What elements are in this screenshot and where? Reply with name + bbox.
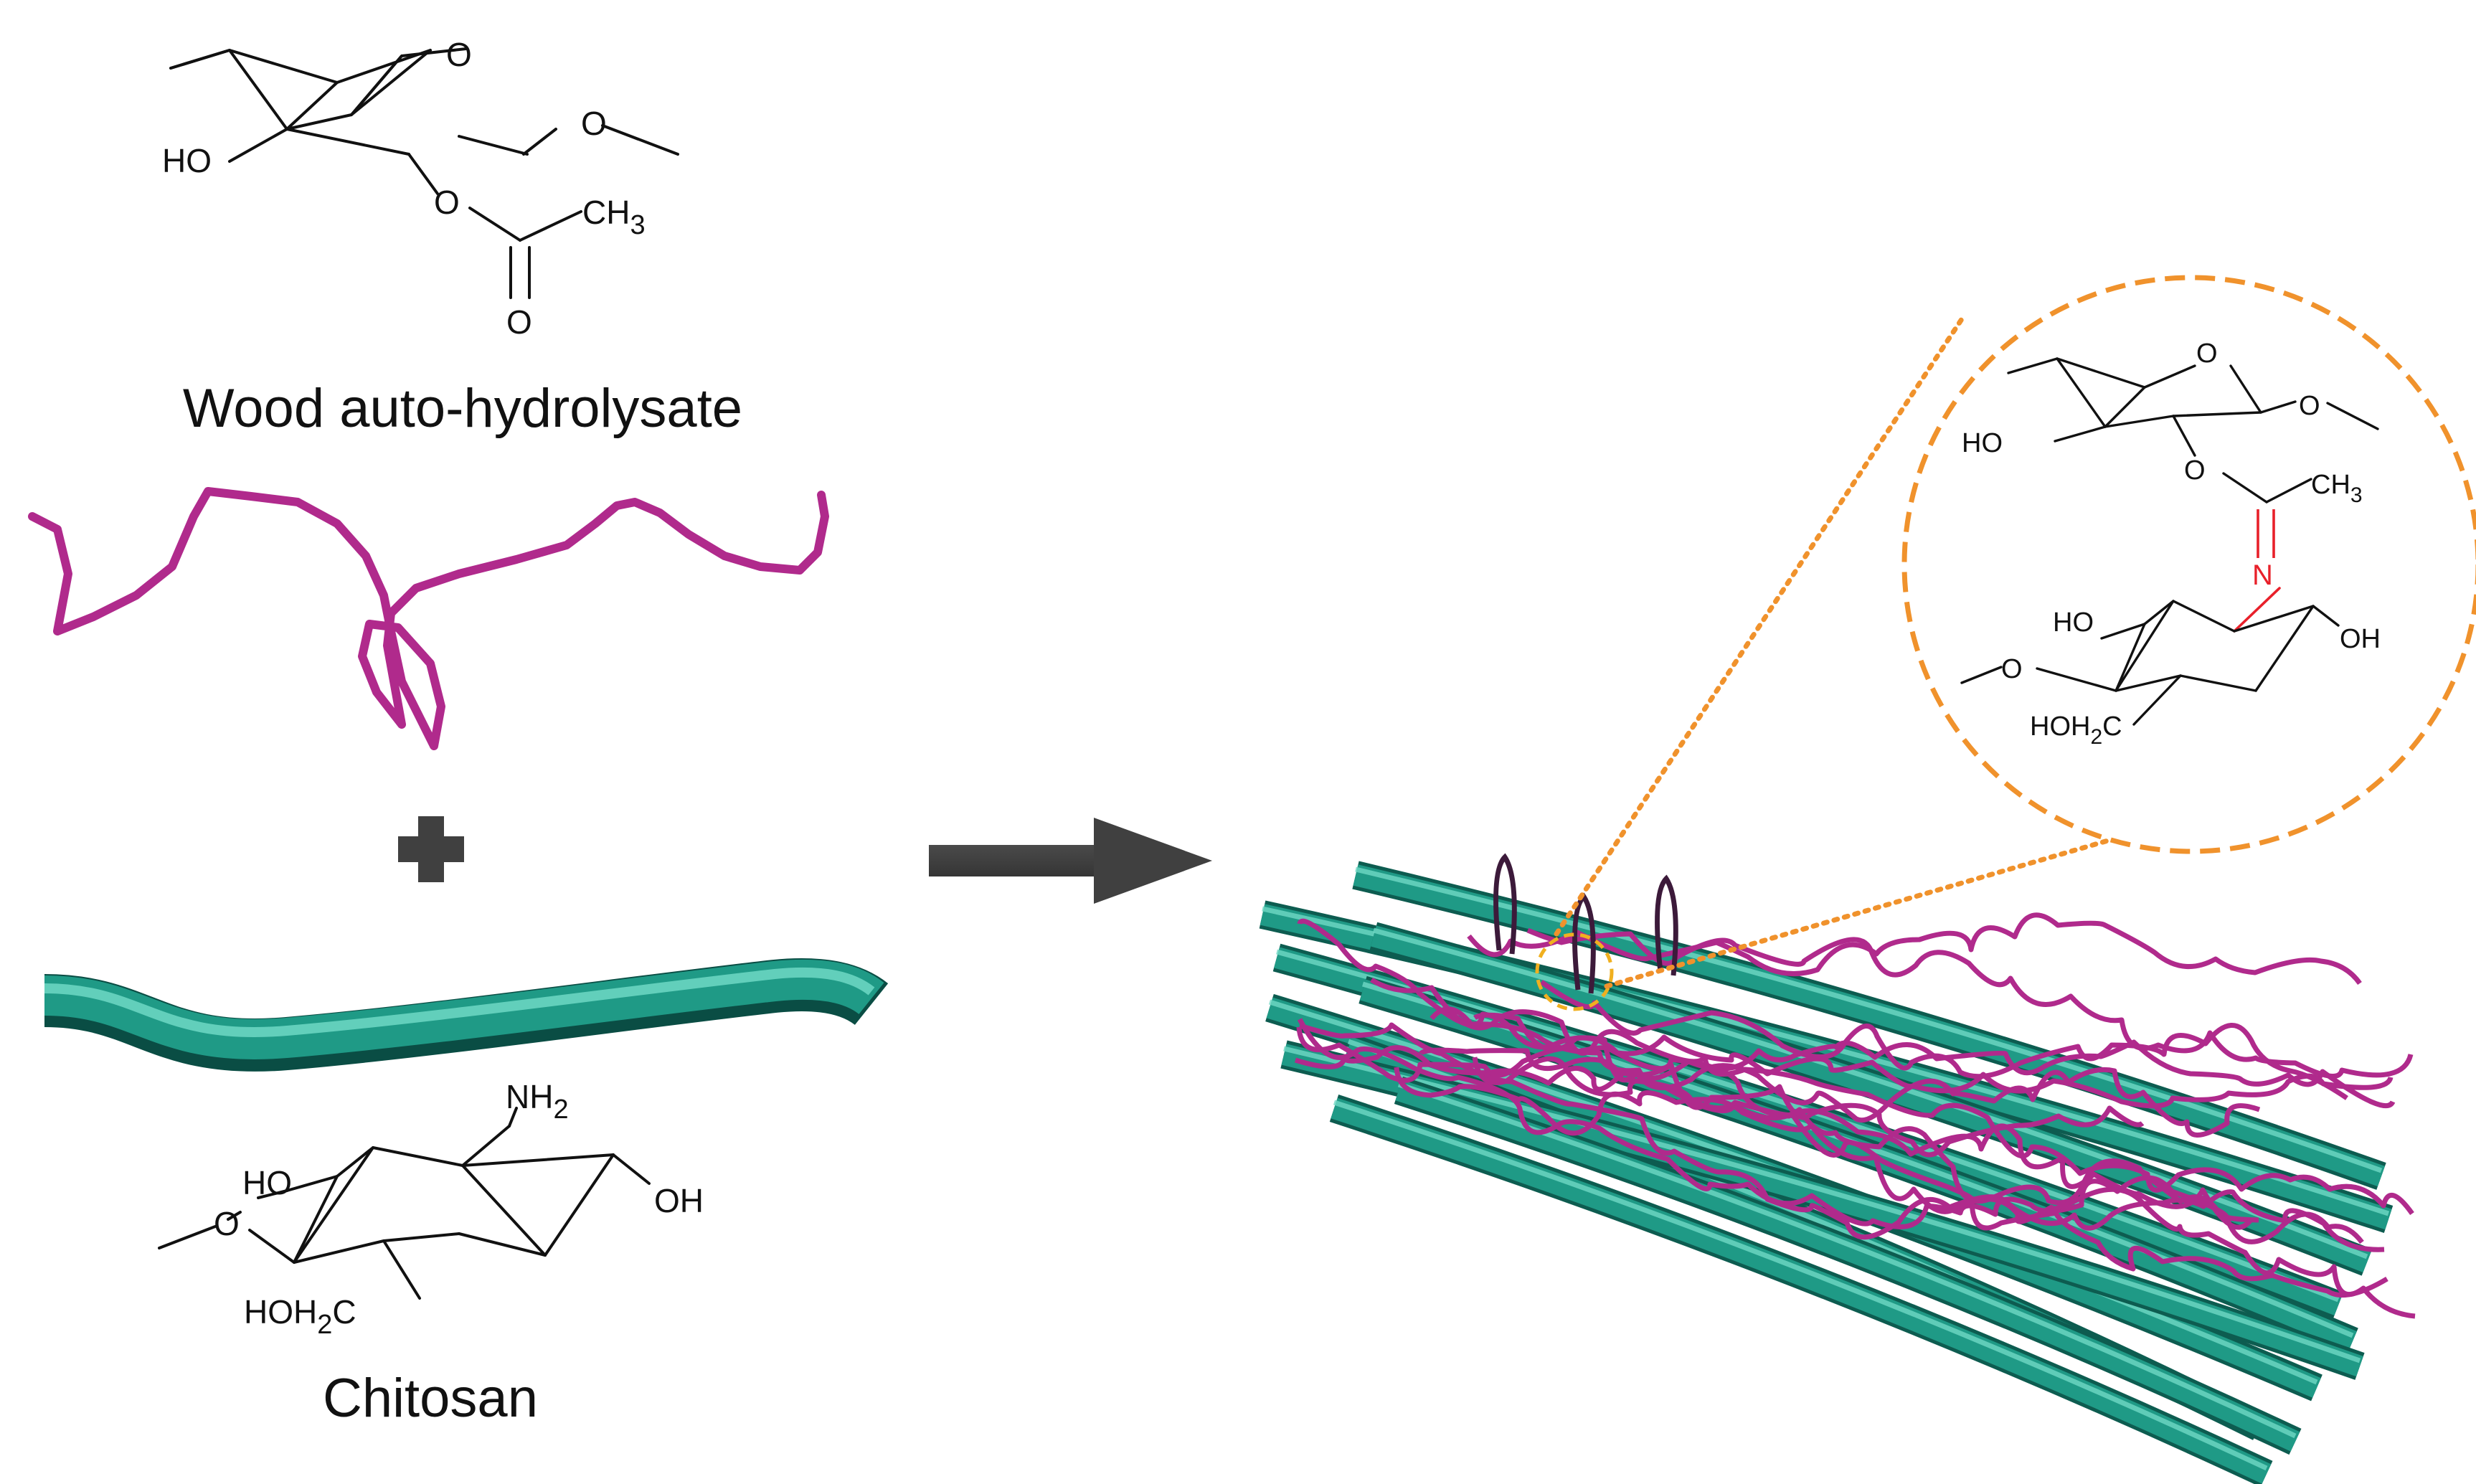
hydrolysate-chain-loop: [1493, 853, 1517, 955]
hydrolysate-chain-loop: [1655, 874, 1678, 976]
hydrolysate-chain-strand: [1370, 978, 2414, 1216]
hydrolysate-caption: Wood auto-hydrolysate: [183, 378, 742, 439]
chitosan-tube: [44, 958, 889, 1072]
zoom-ring-oxygen-label: O: [2196, 339, 2218, 369]
zoom-circle: [1901, 275, 2476, 854]
hydrolysate-chain-strand: [1430, 1006, 2396, 1109]
hydrolysate-chain-strand: [1298, 1022, 2385, 1252]
plus-icon: [398, 816, 464, 882]
hydrolysate-chain-strand: [1467, 912, 2362, 986]
zoom-hydroxyl-left-label: HO: [2053, 608, 2094, 638]
methyl-label: CH3: [582, 194, 646, 240]
ester-oxygen-label: O: [434, 184, 460, 221]
linkage-oxygen-label: O: [581, 105, 607, 142]
chitosan-structure: HO NH2 OH O HOH2C: [158, 1078, 704, 1340]
zoom-ester-oxygen-label: O: [2184, 455, 2206, 486]
bond-site-marker: [1535, 932, 1614, 1011]
hydrolysate-chain-strand: [1394, 1067, 2416, 1319]
hydrolysate-chain: [28, 487, 829, 750]
hydroxymethyl-label: HOH2C: [244, 1293, 356, 1340]
zoom-methyl-label: CH3: [2311, 470, 2363, 507]
zoom-structure: O HO O O CH3 N HO OH O HOH2C: [1960, 339, 2381, 749]
chitosan-caption: Chitosan: [323, 1368, 538, 1429]
hydroxyl-label: HO: [162, 142, 212, 179]
fiber-tube: [1395, 1079, 2300, 1452]
fiber-tube-highlight: [1333, 1100, 2268, 1471]
right-arrow-icon: [929, 818, 1212, 904]
hydrolysate-chains: [1294, 853, 2416, 1319]
zoom-line-bottom: [1604, 829, 2140, 989]
chitosan-hydroxyl-left-label: HO: [242, 1164, 292, 1201]
zoom-line-top: [1554, 316, 1965, 937]
imine-nitrogen-label: N: [2252, 559, 2273, 591]
zoom-hydroxyl-label: HO: [1962, 428, 2003, 458]
ring-oxygen-label: O: [446, 36, 472, 73]
chitosan-linkage-oxygen-label: O: [214, 1205, 240, 1242]
zoom-linkage-oxygen-label: O: [2299, 391, 2320, 421]
hydrolysate-structure: O HO O O CH3 O: [162, 36, 679, 341]
fiber-tube-highlight: [1373, 927, 2368, 1259]
chitosan-hydroxyl-right-label: OH: [654, 1182, 704, 1219]
hydrolysate-chain-strand: [1297, 918, 2394, 1109]
hydrolysate-chain-strand: [1418, 1047, 2259, 1223]
carbonyl-oxygen-label: O: [506, 303, 532, 341]
zoom-hydroxymethyl-label: HOH2C: [2030, 712, 2122, 749]
fiber-tube: [1371, 925, 2371, 1272]
fiber-tube: [1331, 1097, 2272, 1484]
hydrolysate-chain-strand: [1472, 1056, 2388, 1298]
zoom-hydroxyl-right-label: OH: [2340, 624, 2381, 654]
zoom-chitosan-linkage-oxygen-label: O: [2001, 654, 2023, 684]
amine-label: NH2: [506, 1078, 569, 1125]
composite-bundle: [1259, 853, 2416, 1484]
hydrolysate-chain-strand: [1539, 980, 2348, 1100]
